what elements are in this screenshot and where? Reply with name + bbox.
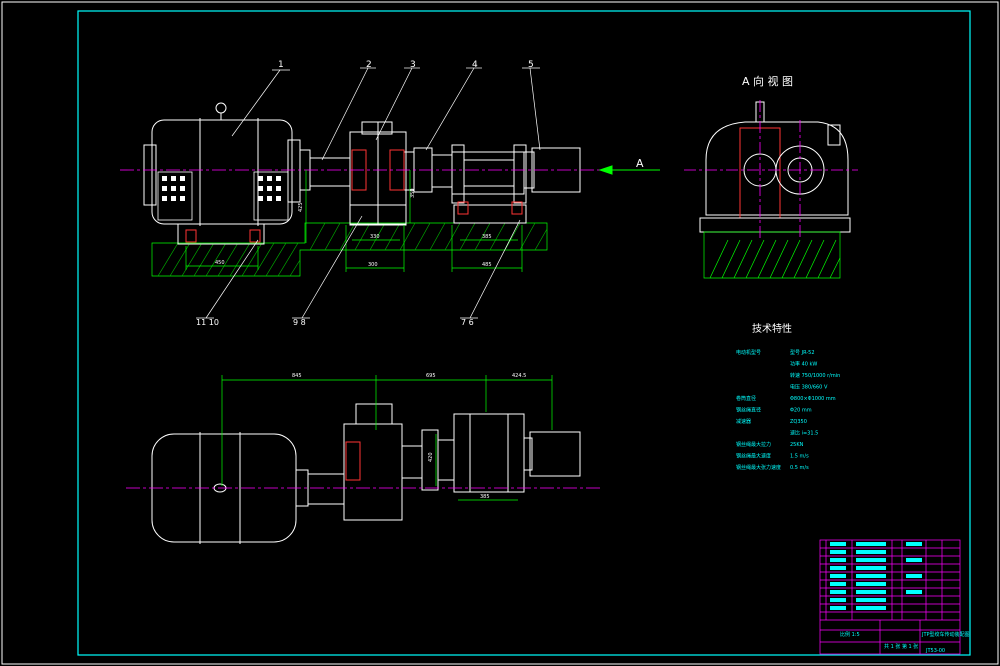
- dim-height-left: 425: [298, 202, 304, 212]
- tech-rows: 电动机型号 型号 JR-52 功率 40 kW 转速 750/1000 r/min 电压…: [736, 349, 840, 471]
- tech-row-value: Φ800×Φ1000 mm: [790, 396, 836, 402]
- direction-marker: A: [636, 157, 644, 170]
- tech-row-value: 0.5 m/s: [790, 465, 809, 471]
- tech-row-value: 转速 750/1000 r/min: [790, 372, 840, 379]
- part-label-11-10: 11 10: [196, 318, 219, 327]
- drawing-name: JTP型绞车传动装配图: [921, 631, 970, 638]
- part-label-3: 3: [410, 60, 416, 70]
- plan-view: 845 695 424.5 420 385: [126, 373, 600, 544]
- front-dimension-texts: 450 330 300 385 485 425 350: [215, 188, 492, 268]
- sheet-label: 共 1 张 第 1 张: [884, 643, 918, 650]
- tech-row-label: 减速器: [736, 418, 751, 425]
- drum: [451, 144, 581, 224]
- tech-title: 技术特性: [752, 322, 792, 335]
- part-label-7-6: 7 6: [461, 318, 474, 327]
- motor: [143, 102, 301, 245]
- dim-plan-drum: 385: [480, 494, 490, 500]
- tech-row-value: 电压 380/660 V: [790, 384, 828, 391]
- dim-motor-base: 450: [215, 260, 225, 266]
- side-view: A 向 视 图: [684, 74, 858, 279]
- dim-gear-base: 330: [370, 234, 380, 240]
- tech-row-label: 钢丝绳最大拉力: [736, 441, 771, 448]
- tech-row-value: 速比 i=31.5: [790, 430, 818, 437]
- dim-plan-1: 845: [292, 373, 302, 379]
- dim-drum-base: 385: [482, 234, 492, 240]
- tech-row-value: 25KN: [790, 442, 804, 448]
- tech-row-label: 钢丝绳直径: [736, 407, 761, 414]
- dim-drum-width: 485: [482, 262, 492, 268]
- drawing-number: JT53-00: [925, 648, 945, 654]
- dim-gear-width: 300: [368, 262, 378, 268]
- tech-row-label: 电动机型号: [736, 349, 761, 356]
- part-label-9-8: 9 8: [293, 318, 306, 327]
- part-label-2: 2: [366, 60, 372, 70]
- part-leaders: [196, 67, 541, 319]
- part-label-1: 1: [278, 60, 284, 70]
- tech-row-label: 钢丝绳最大张力速度: [736, 464, 781, 471]
- foundation-hatch: [151, 222, 548, 277]
- dim-plan-2: 695: [426, 373, 436, 379]
- title-block: JTP型绞车传动装配图 共 1 张 第 1 张 比例 1:5 JT53-00: [819, 539, 970, 655]
- gear-reducer: [349, 121, 407, 226]
- part-label-4: 4: [472, 60, 478, 70]
- tech-row-label: 钢丝绳最大速度: [736, 453, 771, 460]
- view-title: A 向 视 图: [742, 74, 793, 88]
- tech-row-value: 型号 JR-52: [790, 349, 815, 356]
- dim-plan-height: 420: [428, 452, 434, 462]
- tech-specs: 技术特性 电动机型号 型号 JR-52 功率 40 kW 转速 750/1000 r/…: [736, 322, 840, 471]
- tech-row-value: 功率 40 kW: [790, 361, 817, 368]
- tech-row-value: Φ20 mm: [790, 408, 812, 414]
- view-arrow: [598, 165, 660, 175]
- scale-label: 比例 1:5: [840, 631, 860, 638]
- tech-row-label: 卷筒直径: [736, 395, 756, 402]
- front-elevation: 1 2 3 4 5 11 10 9 8 7 6 450 330 300 385 …: [120, 60, 660, 327]
- tech-row-value: ZQ350: [790, 419, 807, 425]
- tech-row-value: 1.5 m/s: [790, 454, 809, 460]
- dim-height-mid: 350: [410, 188, 416, 198]
- front-dimensions: [185, 170, 523, 272]
- dim-plan-3: 424.5: [512, 373, 526, 379]
- part-label-5: 5: [528, 60, 534, 70]
- part-label-group: 1 2 3 4 5 11 10 9 8 7 6: [196, 60, 534, 327]
